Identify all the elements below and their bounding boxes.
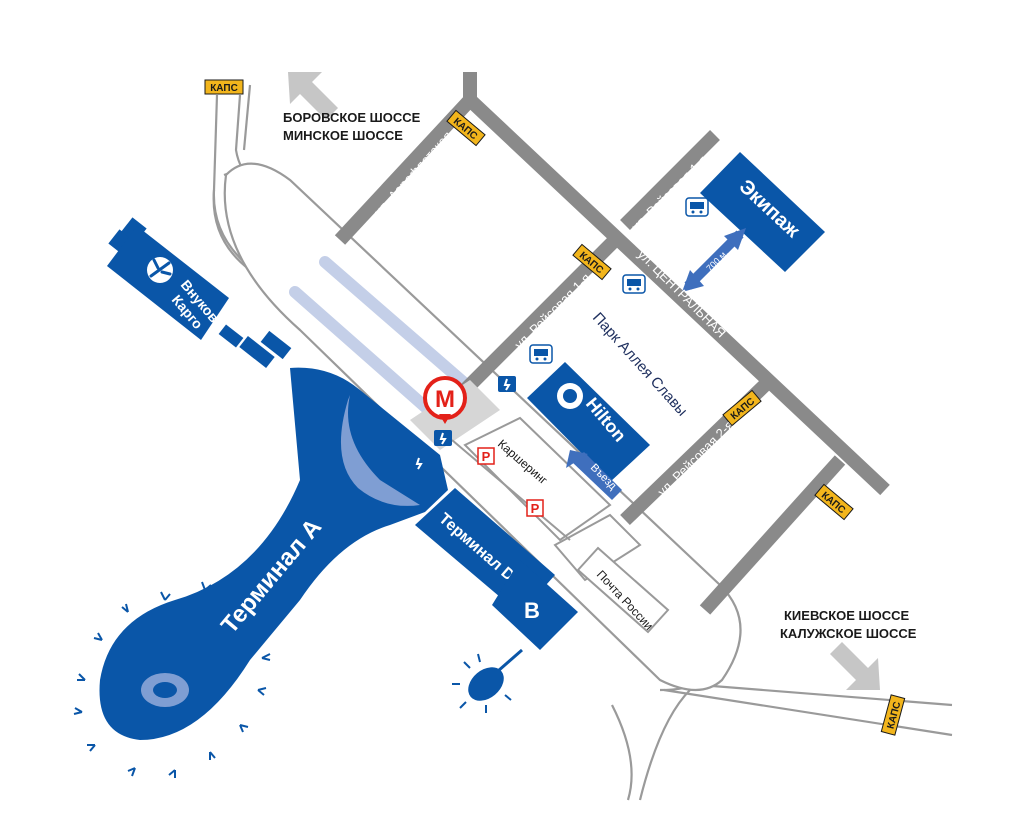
caps-badge: КАПС — [814, 483, 854, 521]
terminal-a: Терминал А — [99, 367, 448, 740]
dir-south-line2: КАЛУЖСКОЕ ШОССЕ — [780, 626, 917, 641]
bus-icon — [685, 197, 709, 217]
plane-icon — [147, 257, 173, 283]
parking-icon: P — [526, 499, 544, 517]
distance-arrow: 700 м. — [682, 228, 746, 292]
caps-badge: КАПС — [722, 389, 762, 427]
bus-icon — [529, 344, 553, 364]
caps-badge: КАПС — [204, 79, 244, 95]
caps-badge: КАПС — [880, 694, 906, 736]
arrow-northwest-icon — [288, 72, 338, 120]
terminal-a-gates — [73, 581, 271, 778]
svg-text:КАПС: КАПС — [210, 83, 238, 94]
person-icon — [498, 376, 516, 392]
dir-north-line1: БОРОВСКОЕ ШОССЕ — [283, 110, 421, 125]
parking-icon: P — [477, 447, 495, 465]
terminal-b-label: B — [524, 598, 540, 623]
street-reysovaya-2: ул. Рейсовая 2-я — [655, 417, 737, 499]
terminal-loop-road — [223, 162, 742, 691]
bus-icon — [622, 274, 646, 294]
city-roads — [334, 72, 890, 615]
arrow-southeast-icon — [830, 642, 880, 690]
terminal-b: B — [492, 560, 578, 650]
terminal-b-satellite — [452, 648, 523, 713]
person-icon — [434, 430, 452, 446]
metro-icon: M — [423, 376, 467, 424]
platform-strip-2 — [289, 286, 446, 426]
street-reysovaya-1-lower: ул. Рейсовая 1-я — [512, 270, 594, 352]
dir-north-line2: МИНСКОЕ ШОССЕ — [283, 128, 403, 143]
street-reysovaya-1-upper: ул. Рейсовая 1-я — [629, 152, 711, 234]
metro-letter: M — [435, 386, 455, 413]
platform-strip-1 — [319, 256, 476, 394]
lower-lot — [553, 513, 642, 582]
parking-letter: P — [482, 449, 491, 464]
person-icon — [410, 455, 428, 471]
hilton-logo-icon — [557, 383, 583, 409]
parking-letter: P — [531, 501, 540, 516]
dir-south-line1: КИЕВСКОЕ ШОССЕ — [784, 608, 910, 623]
